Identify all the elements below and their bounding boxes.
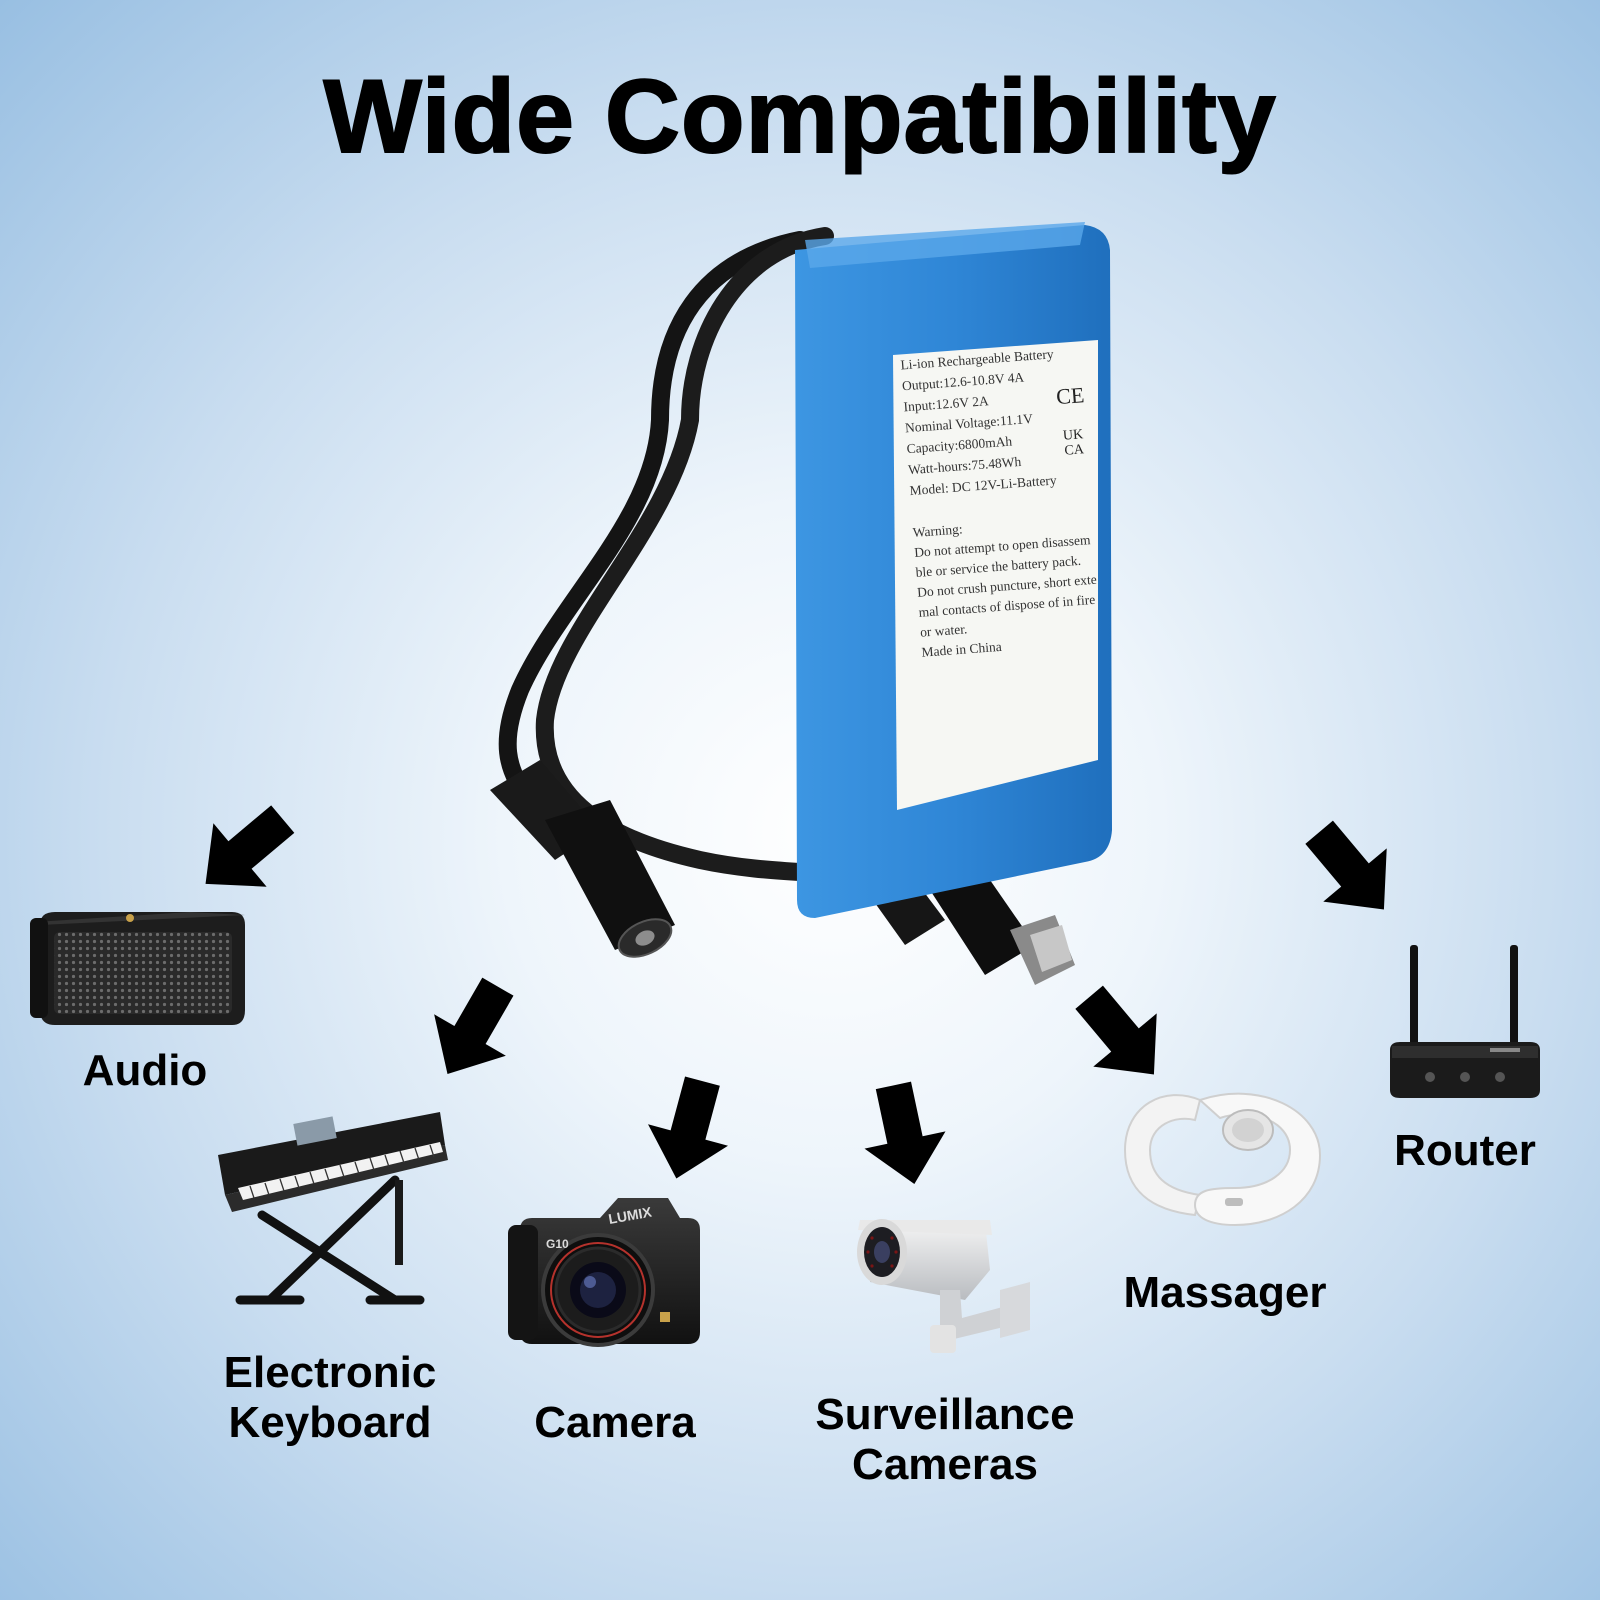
neck-massager-icon (1123, 1092, 1322, 1227)
arrow-keyboard-icon (411, 965, 534, 1095)
cable-male (535, 227, 879, 889)
surveillance-camera-icon (857, 1219, 1030, 1353)
electronic-keyboard-icon (218, 1112, 448, 1305)
label-electronic-keyboard: Electronic Keyboard (223, 1348, 437, 1447)
label-audio: Audio (82, 1046, 208, 1095)
camera-icon: LUMIX G10 (508, 1198, 700, 1347)
battery-label-panel (893, 340, 1098, 810)
camera-brand: LUMIX (607, 1203, 653, 1226)
battery-pack: Li-ion Rechargeable Battery Output:12.6-… (490, 222, 1129, 985)
label-surveillance-cameras: Surveillance Cameras (815, 1390, 1075, 1489)
camera-model: G10 (546, 1237, 569, 1251)
ukca-mark: UK CA (1062, 427, 1085, 459)
arrow-massager-icon (1057, 970, 1186, 1102)
battery-spec-text: Li-ion Rechargeable Battery Output:12.6-… (893, 330, 1129, 673)
label-router: Router (1394, 1126, 1536, 1175)
label-massager: Massager (1123, 1268, 1327, 1317)
cable-female (498, 231, 809, 809)
router-icon (1390, 945, 1540, 1098)
arrow-router-icon (1287, 805, 1416, 937)
arrow-audio-icon (178, 787, 310, 916)
page-title: Wide Compatibility (322, 58, 1277, 176)
ce-mark: CE (1055, 382, 1086, 410)
speaker-icon (30, 912, 245, 1025)
arrow-camera-icon (636, 1070, 743, 1190)
label-camera: Camera (534, 1398, 696, 1447)
arrow-surveillance-icon (852, 1076, 955, 1193)
dc-female-connector (490, 760, 675, 958)
